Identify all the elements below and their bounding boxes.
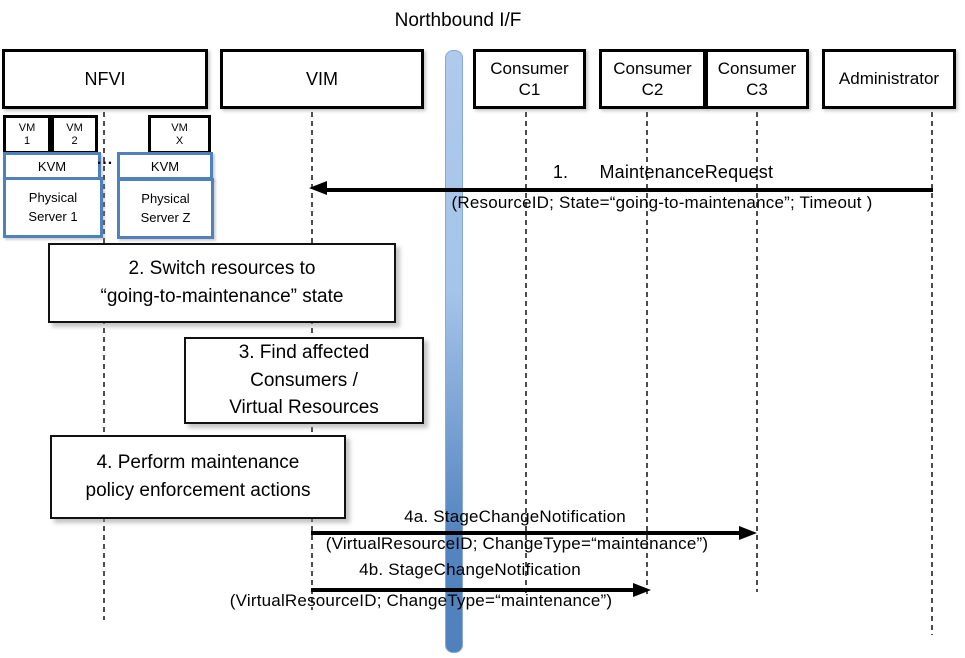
- step-3-line1: 3. Find affected: [238, 342, 370, 364]
- lifeline-consumer-c2: [646, 103, 648, 595]
- vmx-box: VM X: [148, 115, 211, 154]
- step-3-line3: Virtual Resources: [229, 397, 379, 419]
- step-3-box: 3. Find affected Consumers / Virtual Res…: [184, 337, 424, 424]
- lifeline-consumer-c1: [525, 103, 527, 593]
- stagechange-notification-4b-label: 4b. StageChangeNotification: [359, 560, 581, 579]
- arrowhead-left-icon: [309, 181, 327, 195]
- actor-consumer-c3: Consumer C3: [705, 49, 809, 109]
- consumer-c3-label-line1: Consumer: [717, 58, 797, 78]
- actor-administrator: Administrator: [822, 49, 956, 109]
- vm1-label-line1: VM: [18, 121, 36, 134]
- stagechange-notification-4b-params: (VirtualResourceID; ChangeType=“maintena…: [229, 591, 613, 610]
- step-4-line2: policy enforcement actions: [85, 480, 311, 501]
- lifeline-administrator: [931, 103, 933, 635]
- physical-server-z-box: Physical Server Z: [117, 178, 214, 239]
- administrator-label: Administrator: [838, 69, 940, 89]
- arrowhead-right-icon: [633, 583, 651, 597]
- diagram-title: Northbound I/F: [394, 10, 522, 31]
- stagechange-notification-4a-label: 4a. StageChangeNotification: [404, 507, 626, 526]
- stagechange-notification-4a-params: (VirtualResourceID; ChangeType=“maintena…: [325, 534, 709, 553]
- maintenance-request-label: 1. MaintenanceRequest: [552, 162, 774, 182]
- step-4-box: 4. Perform maintenance policy enforcemen…: [50, 435, 346, 519]
- actor-consumer-c2: Consumer C2: [599, 49, 706, 109]
- consumer-c1-label-line2: C1: [518, 80, 541, 99]
- vmx-label-line1: VM: [171, 121, 188, 134]
- physical-server-1-label-line1: Physical: [28, 189, 78, 205]
- step-2-line2: “going-to-maintenance” state: [100, 286, 344, 307]
- vm2-box: VM 2: [51, 115, 98, 154]
- kvm-right-label: KVM: [150, 158, 180, 174]
- vm1-box: VM 1: [3, 115, 51, 154]
- vm2-label-line2: 2: [71, 134, 78, 147]
- northbound-interface-bar: [445, 50, 463, 653]
- consumer-c3-label-line2: C3: [746, 80, 768, 99]
- step-3-line2: Consumers /: [250, 369, 358, 391]
- actor-vim-label: VIM: [305, 68, 338, 89]
- maintenance-request-arrow: [322, 188, 933, 192]
- actor-nfvi: NFVI: [2, 49, 208, 109]
- actor-consumer-c1: Consumer C1: [473, 49, 586, 109]
- stagechange-notification-4a-arrow: [311, 531, 741, 535]
- step-2-box: 2. Switch resources to “going-to-mainten…: [48, 243, 396, 323]
- consumer-c2-label-line2: C2: [641, 80, 664, 99]
- consumer-c1-label-line1: Consumer: [490, 58, 569, 78]
- consumer-c2-label-line1: Consumer: [613, 58, 692, 78]
- kvm-right-box: KVM: [117, 152, 213, 180]
- maintenance-request-params: (ResourceID; State=“going-to-maintenance…: [451, 193, 873, 212]
- actor-vim: VIM: [220, 49, 424, 109]
- step-4-line1: 4. Perform maintenance: [96, 451, 300, 473]
- actor-nfvi-label: NFVI: [84, 68, 126, 89]
- vmx-label-line2: X: [175, 134, 184, 147]
- vm1-label-line2: 1: [23, 134, 31, 147]
- physical-server-z-label-line2: Server Z: [140, 209, 191, 225]
- vm2-label-line1: VM: [66, 121, 83, 134]
- kvm-left-label: KVM: [37, 158, 67, 174]
- arrowhead-right-icon: [739, 526, 757, 540]
- ellipsis-label: ...: [96, 151, 114, 168]
- lifeline-consumer-c3: [756, 103, 758, 592]
- physical-server-z-label-line1: Physical: [141, 190, 190, 206]
- kvm-left-box: KVM: [3, 152, 101, 180]
- step-2-line1: 2. Switch resources to: [128, 257, 316, 279]
- lifeline-nfvi: [103, 103, 105, 620]
- physical-server-1-box: Physical Server 1: [3, 177, 103, 238]
- physical-server-1-label-line2: Server 1: [28, 208, 78, 224]
- stagechange-notification-4b-arrow: [311, 588, 635, 592]
